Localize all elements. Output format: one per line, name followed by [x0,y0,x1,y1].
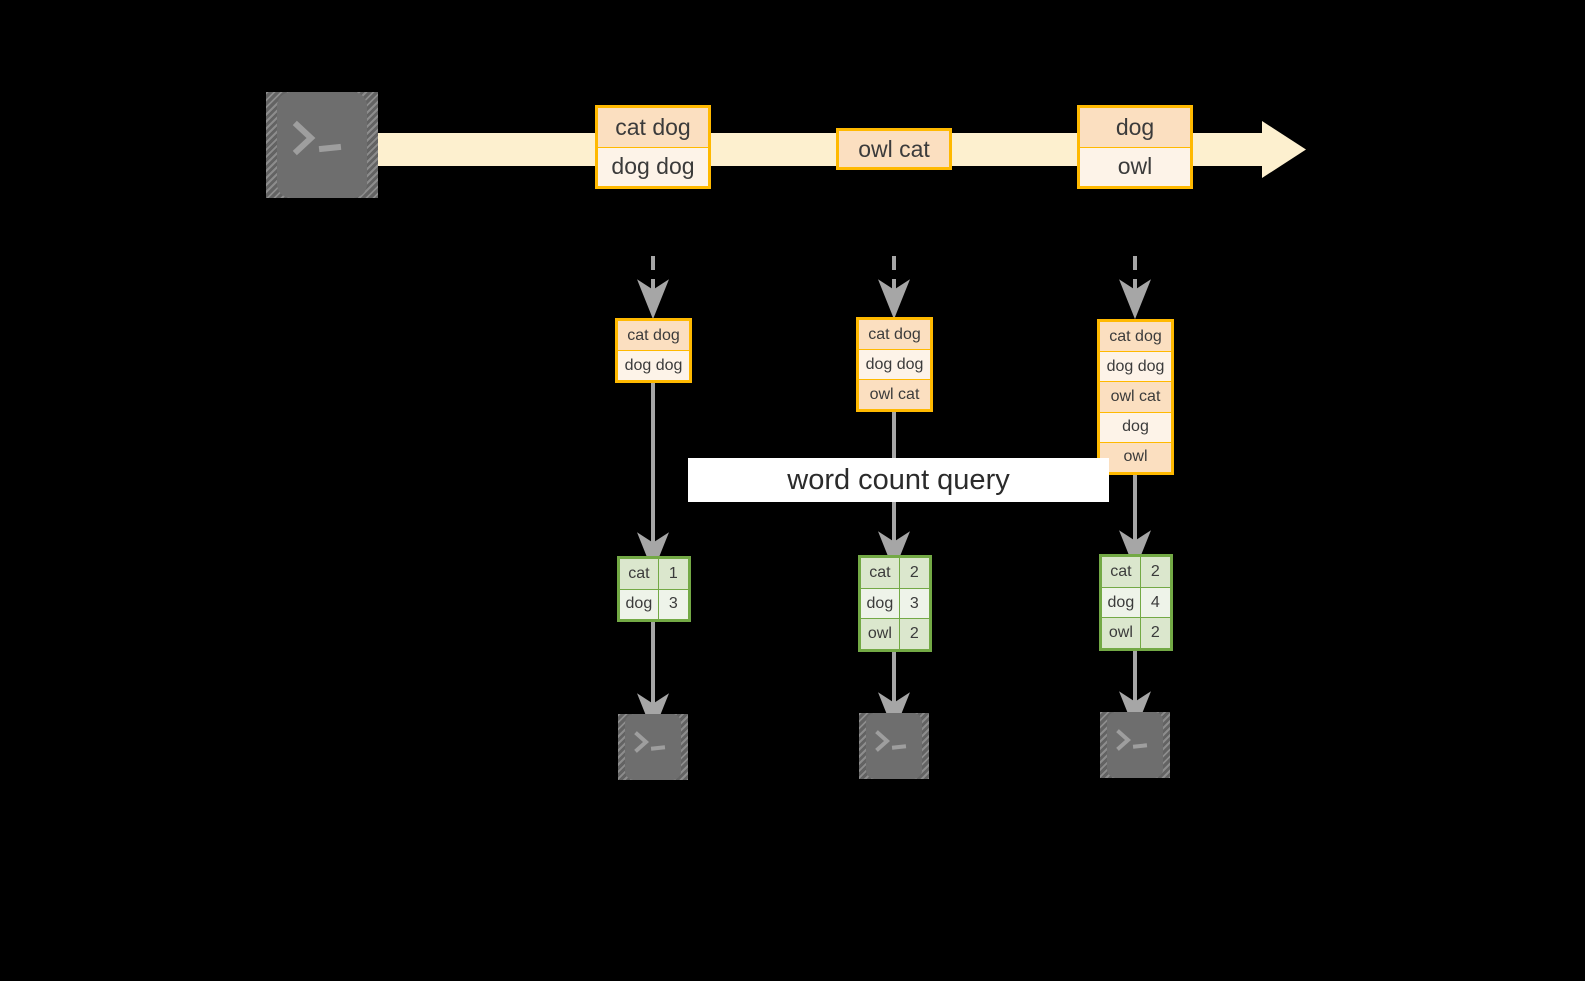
sink-terminal-icon-3[interactable] [1100,712,1170,778]
sink-connector-group [637,622,1151,734]
sink-terminal-icon-2[interactable] [859,713,929,779]
result-word: owl [861,619,900,649]
result-row: dog 3 [861,588,929,620]
terminal-screen [1107,712,1163,778]
snapshot-3-result-table[interactable]: cat 2 dog 4 owl 2 [1099,554,1173,651]
terminal-prompt-glyph [292,120,342,156]
stream-message-2[interactable]: owl cat [836,128,952,170]
terminal-prompt-glyph [1116,729,1148,751]
result-count: 2 [1150,562,1160,580]
snapshot-2-result-table[interactable]: cat 2 dog 3 owl 2 [858,555,932,652]
sink-terminal-icon-1[interactable] [618,714,688,780]
result-word: dog [1102,587,1141,618]
result-word: owl [1102,618,1141,648]
event-row: dog [1100,412,1171,443]
result-word: dog [620,589,659,619]
result-count: 2 [909,625,919,643]
result-count: 4 [1150,593,1160,611]
terminal-prompt-glyph [875,730,907,752]
event-row: cat dog [859,320,930,350]
result-count: 3 [909,594,919,612]
result-count: 2 [909,563,919,581]
result-count: 3 [668,595,678,613]
result-word: cat [620,559,659,589]
result-row: cat 2 [1102,557,1170,588]
terminal-screen [277,92,367,198]
event-row: dog dog [1100,352,1171,383]
stream-message-3[interactable]: dog owl [1077,105,1193,189]
stream-message-1[interactable]: cat dog dog dog [595,105,711,189]
event-row: owl cat [859,380,930,409]
event-row: owl cat [1100,382,1171,413]
stream-message-row: owl [1080,147,1190,186]
result-row: owl 2 [1102,618,1170,648]
result-row: owl 2 [861,619,929,649]
event-row: owl [1100,442,1171,472]
result-row: dog 4 [1102,587,1170,619]
result-word: cat [1102,557,1141,587]
stream-message-row: dog [1080,108,1190,148]
stream-message-row: cat dog [598,108,708,148]
snapshot-3-event-table[interactable]: cat dog dog dog owl cat dog owl [1097,319,1174,475]
result-row: dog 3 [620,589,688,619]
event-row: cat dog [618,321,689,351]
stream-message-row: owl cat [839,131,949,167]
query-label-banner: word count query [688,458,1109,502]
result-count: 1 [668,564,678,582]
terminal-prompt-glyph [634,731,666,753]
snapshot-1-result-table[interactable]: cat 1 dog 3 [617,556,691,622]
result-row: cat 2 [861,558,929,589]
result-word: cat [861,558,900,588]
stream-message-row: dog dog [598,147,708,186]
dashed-connector-group [637,256,1151,320]
stream-arrowhead-icon [1262,121,1306,178]
snapshot-2-event-table[interactable]: cat dog dog dog owl cat [856,317,933,412]
terminal-screen [625,714,681,780]
snapshot-1-event-table[interactable]: cat dog dog dog [615,318,692,383]
terminal-screen [866,713,922,779]
result-row: cat 1 [620,559,688,590]
source-terminal-icon[interactable] [266,92,378,198]
query-label-text: word count query [787,463,1010,496]
result-word: dog [861,588,900,619]
event-row: cat dog [1100,322,1171,353]
event-row: dog dog [859,350,930,380]
result-count: 2 [1150,624,1160,642]
event-row: dog dog [618,351,689,380]
